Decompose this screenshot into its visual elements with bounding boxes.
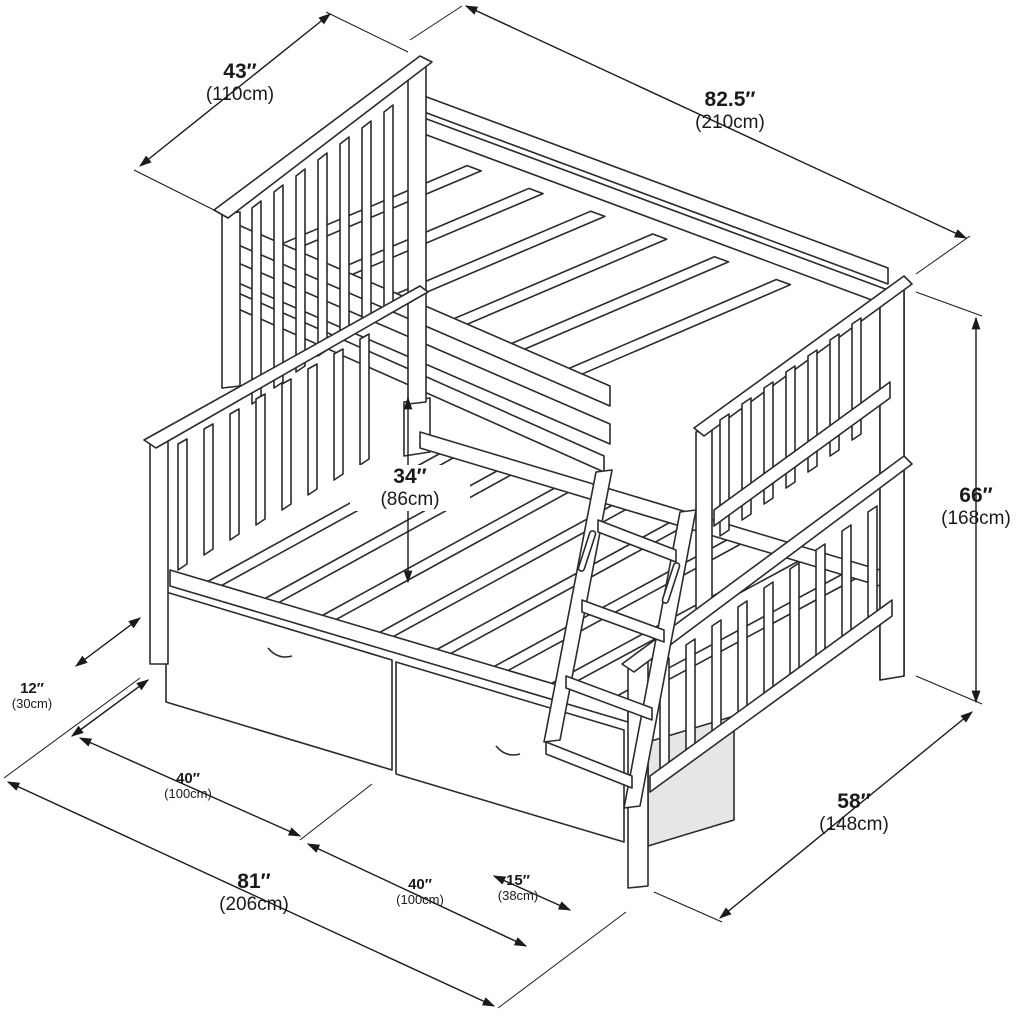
dim-clearance-metric: (86cm) [380, 489, 440, 511]
ladder-step-2 [581, 599, 665, 643]
ext-height-a [915, 291, 983, 317]
ladder-handhold-left [577, 530, 597, 572]
dim-clearance: 34″ (86cm) [350, 465, 470, 511]
dim-bottom-width-metric: (148cm) [819, 814, 889, 836]
dim-drawer-right-value: 40″ [408, 876, 432, 893]
dimension-lines [3, 5, 983, 1009]
upper-left-spindle [295, 168, 306, 373]
dim-drawer-height-metric: (30cm) [11, 696, 53, 712]
drawer-left [165, 591, 393, 771]
ext-height-b [915, 675, 983, 705]
dim-bottom-width-value: 58″ [837, 790, 871, 813]
lower-left-cap [143, 285, 429, 449]
ext-top-width-a [133, 169, 215, 211]
drawer-left-handle [267, 647, 293, 658]
ext-bottom-width-a [653, 891, 723, 923]
dim-top-length: 82.5″ (210cm) [660, 88, 800, 134]
upper-left-spindle [251, 200, 262, 405]
drawer-right-handle [495, 745, 521, 756]
ext-top-length-a [409, 5, 463, 41]
upper-slat [552, 278, 792, 382]
dim-top-width-metric: (110cm) [205, 84, 275, 106]
dim-line-bottom-length [6, 781, 496, 1007]
upper-right-front-post [695, 427, 713, 615]
dim-drawer-left-metric: (100cm) [164, 786, 212, 802]
lower-left-post [149, 439, 169, 665]
dim-top-length-value: 82.5″ [704, 88, 756, 111]
ext-bottom-length-b [497, 911, 627, 1009]
lower-right-cap [621, 455, 913, 673]
dim-height: 66″ (168cm) [930, 484, 1022, 530]
ladder-step-4 [545, 741, 633, 789]
dim-ladder-depth: 15″ (38cm) [478, 872, 558, 904]
dim-height-value: 66″ [959, 484, 993, 507]
lower-left-spindle [359, 333, 370, 466]
dim-ladder-depth-value: 15″ [506, 872, 530, 889]
dim-line-top-length [464, 5, 968, 239]
dim-top-length-metric: (210cm) [695, 112, 765, 134]
dim-drawer-height-value: 12″ [20, 680, 44, 697]
upper-slat [440, 233, 668, 331]
upper-left-rear-post [407, 61, 427, 405]
lower-left-spindle [333, 348, 344, 481]
dim-bottom-length: 81″ (206cm) [196, 870, 312, 916]
dim-line-ladder-depth [492, 875, 572, 911]
dim-top-width: 43″ (110cm) [180, 60, 300, 106]
upper-right-cap [693, 275, 913, 437]
lower-left-spindle [229, 408, 240, 541]
lower-left-spindle [255, 393, 266, 526]
dim-line-drawer-height-a [74, 617, 142, 667]
ladder-step-3 [565, 675, 653, 721]
lower-left-spindle [307, 363, 318, 496]
dim-bottom-length-value: 81″ [237, 870, 271, 893]
dim-bottom-width: 58″ (148cm) [796, 790, 912, 836]
drawer-right [395, 661, 625, 843]
ext-top-width-b [325, 11, 409, 53]
lower-left-spindle [203, 423, 214, 556]
dim-line-drawer-height-b [70, 679, 150, 737]
lower-right-rail [649, 599, 893, 793]
upper-right-rail [713, 381, 891, 527]
ext-drawer-mid [299, 783, 373, 841]
lower-left-spindle [281, 378, 292, 511]
ext-top-length-b [915, 235, 971, 275]
dim-top-width-value: 43″ [223, 60, 257, 83]
dim-drawer-height: 12″ (30cm) [0, 680, 64, 712]
bed-frame [143, 55, 913, 889]
dim-ladder-depth-metric: (38cm) [497, 888, 539, 904]
dim-drawer-left-value: 40″ [176, 770, 200, 787]
upper-left-spindle [317, 152, 328, 357]
upper-left-spindle [361, 120, 372, 325]
dim-drawer-left: 40″ (100cm) [140, 770, 236, 802]
dim-clearance-value: 34″ [393, 465, 427, 488]
dim-bottom-length-metric: (206cm) [219, 894, 289, 916]
dim-height-metric: (168cm) [941, 508, 1011, 530]
upper-left-post [221, 211, 241, 389]
upper-left-spindle [273, 184, 284, 389]
dim-line-top-width [139, 13, 331, 167]
dim-line-bottom-width [719, 711, 973, 919]
upper-slat [496, 255, 730, 357]
upper-left-spindle [339, 136, 350, 341]
ladder-handhold-right [661, 562, 681, 604]
upper-left-spindle [383, 104, 394, 309]
dim-drawer-right-metric: (100cm) [396, 892, 444, 908]
lower-left-spindle [177, 438, 188, 571]
ext-bottom-length-a [3, 677, 141, 779]
dim-drawer-right: 40″ (100cm) [372, 876, 468, 908]
